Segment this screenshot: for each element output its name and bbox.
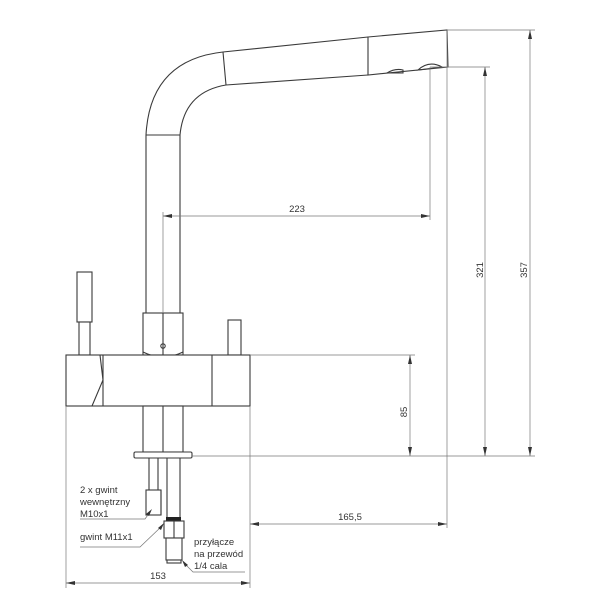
- dim-body-height-label: 85: [399, 407, 410, 418]
- dim-total-height-label: 357: [519, 262, 530, 278]
- annotation-connector-3: 1/4 cala: [194, 561, 228, 572]
- dim-reach-label: 223: [289, 204, 305, 215]
- faucet-spout: [145, 29, 449, 313]
- annotation-connector-2: na przewód: [194, 549, 243, 560]
- mounting-stem: [133, 405, 193, 459]
- annotation-internal-thread-1: 2 x gwint: [80, 485, 118, 496]
- dimension-lines: [65, 29, 535, 588]
- thread-band: [166, 517, 181, 521]
- faucet-body: [65, 354, 251, 413]
- right-knob: [227, 319, 242, 356]
- left-lever: [76, 271, 93, 356]
- dim-projection-label: 165,5: [338, 512, 362, 523]
- annotation-connector-1: przyłącze: [194, 537, 234, 548]
- dim-outlet-height-label: 321: [475, 262, 486, 278]
- spout-collar: [142, 312, 184, 358]
- annotation-thread: gwint M11x1: [80, 532, 133, 543]
- annotation-internal-thread-3: M10x1: [80, 509, 109, 520]
- supply-hoses: [145, 458, 185, 564]
- dim-body-width-label: 153: [150, 571, 166, 582]
- annotation-internal-thread-2: wewnętrzny: [79, 497, 130, 508]
- collar-screw-icon: [160, 343, 166, 349]
- aerator-small: [385, 68, 404, 74]
